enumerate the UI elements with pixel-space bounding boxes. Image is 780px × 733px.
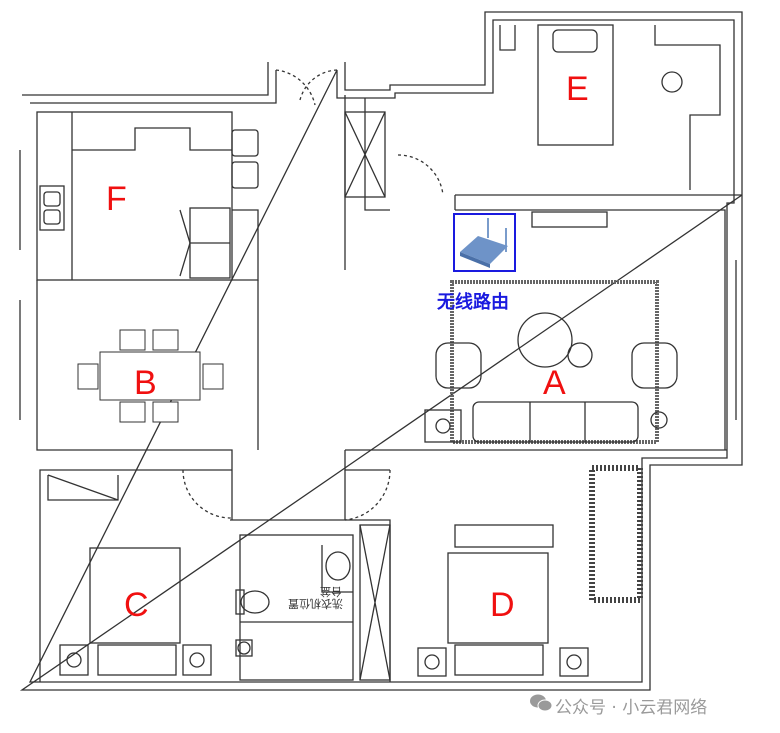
wechat-icon (530, 694, 552, 712)
room-label-b: B (134, 364, 157, 402)
watermark: 公众号 · 小云君网络 (555, 698, 708, 718)
room-label-c: C (124, 586, 149, 624)
router-label: 无线路由 (437, 292, 509, 313)
room-label-e: E (566, 70, 589, 108)
room-label-d: D (490, 586, 515, 624)
basin-label: 台盆 (320, 585, 342, 598)
room-label-a: A (543, 364, 566, 402)
room-label-f: F (106, 180, 127, 218)
router-icon (453, 213, 516, 272)
